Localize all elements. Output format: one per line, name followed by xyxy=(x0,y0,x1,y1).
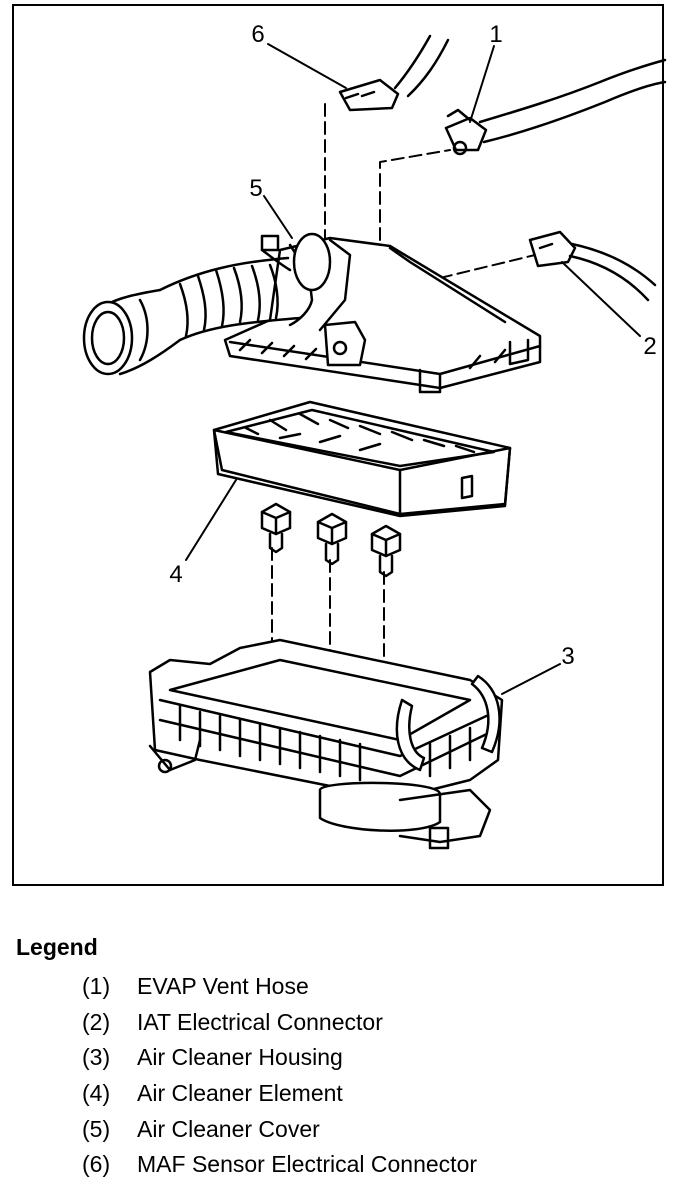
callout-6: 6 xyxy=(251,21,264,48)
leader-4 xyxy=(185,479,237,561)
legend-title: Legend xyxy=(16,934,98,960)
bolt xyxy=(370,524,402,578)
air-cleaner-exploded-diagram: 6 1 5 2 4 3 xyxy=(82,21,667,850)
legend-item: (1) EVAP Vent Hose xyxy=(16,969,676,1005)
leader-5 xyxy=(263,195,293,239)
leader-2 xyxy=(561,261,641,337)
legend-item: (3) Air Cleaner Housing xyxy=(16,1040,676,1076)
callout-1: 1 xyxy=(489,21,502,48)
maf-connector-wires xyxy=(338,34,450,112)
air-cleaner-cover xyxy=(82,232,542,394)
leader-3 xyxy=(501,663,561,695)
leader-1 xyxy=(469,45,495,123)
callout-5: 5 xyxy=(249,175,262,202)
callout-2: 2 xyxy=(643,333,656,360)
legend-item-number: (3) xyxy=(82,1044,111,1071)
callout-leaders xyxy=(185,43,641,695)
evap-vent-hose xyxy=(444,58,667,156)
bolts xyxy=(260,502,402,578)
air-cleaner-element xyxy=(212,400,512,518)
legend-item-number: (5) xyxy=(82,1115,111,1142)
legend-item-number: (1) xyxy=(82,973,111,1000)
legend-item: (4) Air Cleaner Element xyxy=(16,1076,676,1112)
legend-item-label: Air Cleaner Element xyxy=(137,1080,343,1107)
callout-4: 4 xyxy=(169,561,182,588)
legend-item-label: MAF Sensor Electrical Connector xyxy=(137,1151,478,1178)
legend-item-number: (4) xyxy=(82,1080,111,1107)
legend: Legend (1) EVAP Vent Hose (2) IAT Electr… xyxy=(16,934,676,1183)
legend-item: (5) Air Cleaner Cover xyxy=(16,1111,676,1147)
legend-item-label: Air Cleaner Housing xyxy=(137,1044,343,1071)
leader-6 xyxy=(267,43,347,89)
legend-item-label: Air Cleaner Cover xyxy=(137,1115,320,1142)
bolt xyxy=(260,502,292,554)
legend-item-number: (6) xyxy=(82,1151,111,1178)
legend-item-number: (2) xyxy=(82,1008,111,1035)
bolt xyxy=(316,512,348,566)
callout-3: 3 xyxy=(561,643,574,670)
legend-item: (2) IAT Electrical Connector xyxy=(16,1005,676,1041)
air-cleaner-housing xyxy=(148,638,504,850)
legend-item-label: EVAP Vent Hose xyxy=(137,973,309,1000)
legend-item: (6) MAF Sensor Electrical Connector xyxy=(16,1147,676,1183)
legend-item-label: IAT Electrical Connector xyxy=(137,1008,383,1035)
iat-connector xyxy=(528,230,657,302)
